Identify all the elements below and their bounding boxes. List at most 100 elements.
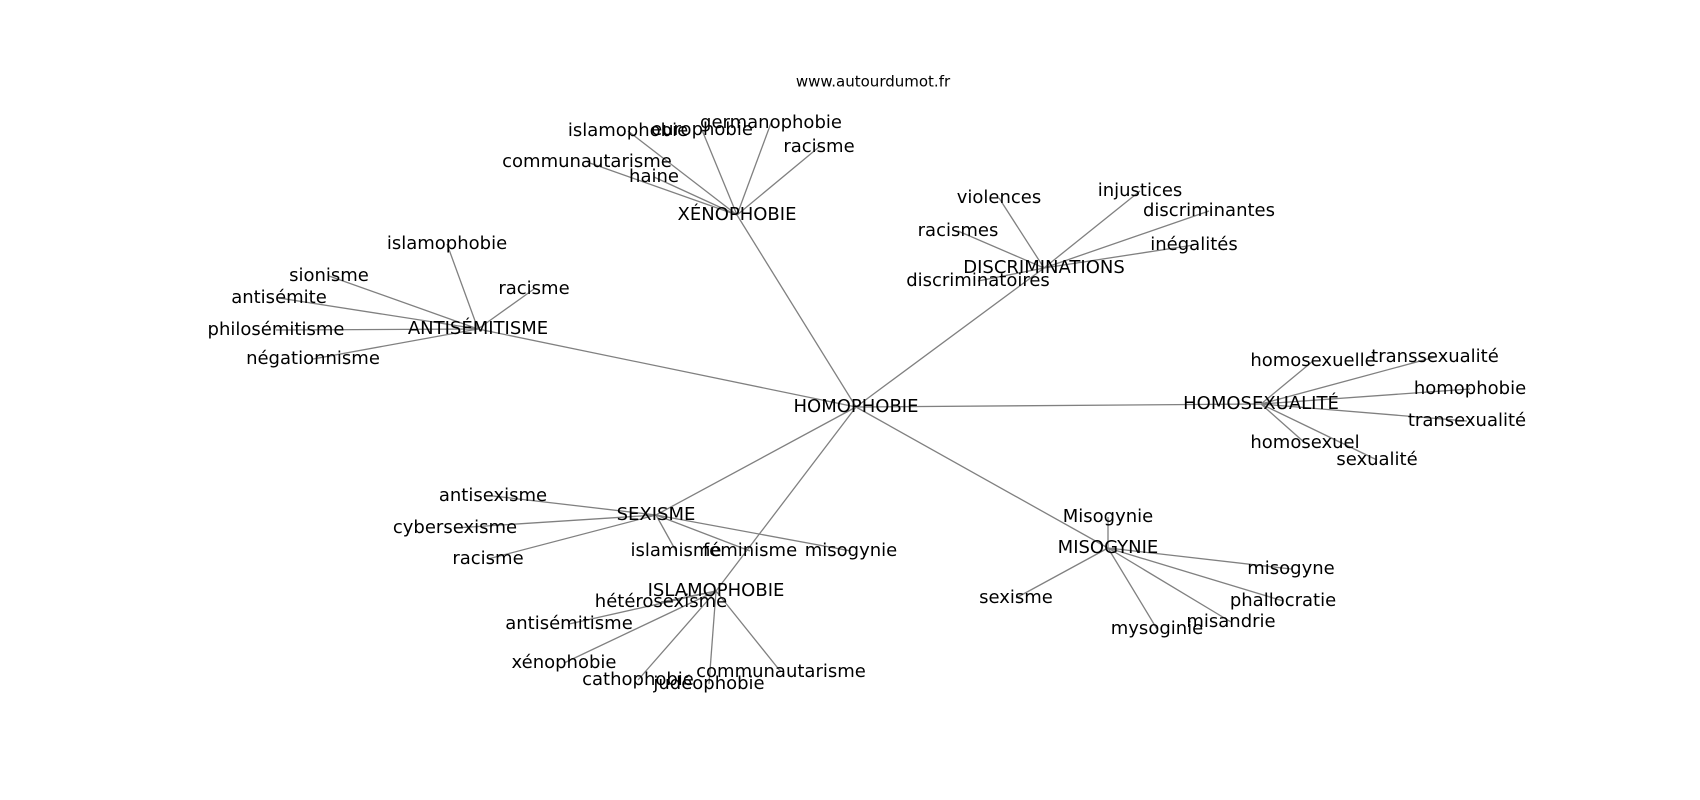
graph-labels: www.autourdumot.fr HOMOPHOBIE XÉNOPHOBIE… (208, 73, 1527, 695)
center-hub-edge (736, 214, 857, 408)
hub-leaf-edge (586, 161, 738, 216)
hub-leaf-edge (655, 514, 677, 552)
leaf-node-label[interactable]: xénophobie (512, 652, 617, 673)
hub-node-label[interactable]: SEXISME (617, 504, 696, 525)
hub-leaf-edge (563, 590, 717, 664)
graph-edges (275, 122, 1471, 685)
leaf-node-label[interactable]: discriminatoires (906, 270, 1050, 291)
center-hub-edge (715, 406, 857, 592)
hub-leaf-edge (708, 590, 717, 685)
hub-leaf-edge (1107, 547, 1292, 570)
hub-leaf-edge (701, 129, 738, 216)
hub-leaf-edge (1107, 547, 1284, 602)
hub-leaf-edge (1260, 403, 1378, 461)
leaf-node-label[interactable]: homophobie (1414, 378, 1526, 399)
hub-leaf-edge (998, 197, 1045, 269)
leaf-node-label[interactable]: racisme (452, 548, 523, 569)
hub-leaf-edge (653, 176, 738, 216)
leaf-node-label[interactable]: cybersexisme (393, 517, 517, 538)
hub-node-label[interactable]: XÉNOPHOBIE (678, 203, 797, 225)
leaf-node-label[interactable]: racismes (918, 220, 999, 241)
hub-leaf-edge (637, 590, 717, 681)
leaf-node-label[interactable]: europhobie (651, 119, 753, 140)
hub-leaf-edge (957, 230, 1045, 269)
leaf-node-label[interactable]: antisémitisme (505, 613, 633, 634)
leaf-node-label[interactable]: racisme (783, 136, 854, 157)
leaf-node-label[interactable]: Misogynie (1063, 506, 1153, 527)
leaf-node-label[interactable]: antisémite (231, 287, 327, 308)
leaf-node-label[interactable]: judéophobie (652, 673, 764, 694)
leaf-node-label[interactable]: islamisme (631, 540, 722, 561)
hub-leaf-edge (736, 146, 820, 216)
leaf-node-label[interactable]: antisexisme (439, 485, 547, 506)
hub-leaf-edge (275, 328, 479, 331)
hub-leaf-edge (655, 514, 751, 552)
hub-leaf-edge (1015, 547, 1109, 599)
hub-node-label[interactable]: ISLAMOPHOBIE (648, 580, 785, 601)
leaf-node-label[interactable]: communautarisme (502, 151, 672, 172)
leaf-node-label[interactable]: sexualité (1336, 449, 1417, 470)
hub-node-label[interactable]: HOMOSEXUALITÉ (1183, 392, 1339, 414)
leaf-node-label[interactable]: communautarisme (696, 661, 866, 682)
hub-leaf-edge (1043, 210, 1210, 269)
leaf-node-label[interactable]: homosexuelle (1250, 350, 1375, 371)
leaf-node-label[interactable]: islamophobie (387, 233, 507, 254)
center-hub-edge (855, 403, 1262, 408)
leaf-node-label[interactable]: racisme (498, 278, 569, 299)
site-label[interactable]: www.autourdumot.fr (796, 73, 951, 91)
hub-leaf-edge (1043, 190, 1141, 269)
hub-leaf-edge (1107, 547, 1232, 623)
hub-leaf-edge (1260, 403, 1468, 422)
leaf-node-label[interactable]: misogynie (805, 540, 898, 561)
hub-node-label[interactable]: MISOGYNIE (1058, 537, 1159, 558)
center-hub-edge (855, 406, 1109, 549)
leaf-node-label[interactable]: transsexualité (1371, 346, 1499, 367)
leaf-node-label[interactable]: misandrie (1186, 611, 1275, 632)
leaf-node-label[interactable]: sexisme (979, 587, 1053, 608)
hub-leaf-edge (446, 243, 479, 330)
leaf-node-label[interactable]: germanophobie (700, 112, 842, 133)
hub-leaf-edge (492, 495, 657, 516)
hub-leaf-edge (1107, 547, 1158, 630)
hub-leaf-edge (1043, 244, 1195, 269)
leaf-node-label[interactable]: homosexuel (1250, 432, 1359, 453)
leaf-node-label[interactable]: féminisme (703, 540, 797, 561)
hub-leaf-edge (655, 514, 852, 552)
leaf-node-label[interactable]: islamophobie (568, 120, 688, 141)
hub-leaf-edge (454, 514, 657, 529)
leaf-node-label[interactable]: discriminantes (1143, 200, 1275, 221)
center-hub-edge (655, 406, 857, 516)
hub-leaf-edge (1260, 388, 1471, 405)
center-node-label[interactable]: HOMOPHOBIE (794, 396, 919, 417)
hub-leaf-edge (1260, 403, 1306, 444)
hub-leaf-edge (278, 297, 479, 330)
leaf-node-label[interactable]: haine (629, 166, 679, 187)
hub-leaf-edge (568, 590, 717, 625)
leaf-node-label[interactable]: philosémitisme (208, 319, 345, 340)
leaf-node-label[interactable]: misogyne (1247, 558, 1335, 579)
leaf-node-label[interactable]: transexualité (1408, 410, 1526, 431)
leaf-node-label[interactable]: inégalités (1150, 234, 1237, 255)
hub-leaf-edge (328, 275, 479, 330)
hub-leaf-edge (477, 288, 535, 330)
leaf-node-label[interactable]: cathophobie (582, 669, 694, 690)
hub-leaf-edge (312, 328, 479, 360)
hub-leaf-edge (715, 590, 782, 673)
leaf-node-label[interactable]: phallocratie (1230, 590, 1336, 611)
center-hub-edge (855, 267, 1045, 408)
leaf-node-label[interactable]: injustices (1098, 180, 1183, 201)
hub-leaf-edge (977, 267, 1045, 282)
center-hub-edge (477, 328, 857, 408)
hub-leaf-edge (736, 122, 772, 216)
leaf-node-label[interactable]: violences (957, 187, 1042, 208)
hub-leaf-edge (627, 130, 738, 216)
hub-leaf-edge (1260, 360, 1314, 405)
leaf-node-label[interactable]: mysoginie (1111, 618, 1204, 639)
leaf-node-label[interactable]: négationnisme (246, 348, 380, 369)
hub-node-label[interactable]: DISCRIMINATIONS (963, 257, 1125, 278)
hub-node-label[interactable]: ANTISÉMITISME (408, 317, 548, 339)
hub-leaf-edge (1260, 356, 1436, 405)
leaf-node-label[interactable]: hétérosexisme (595, 591, 727, 612)
leaf-node-label[interactable]: sionisme (289, 265, 369, 286)
